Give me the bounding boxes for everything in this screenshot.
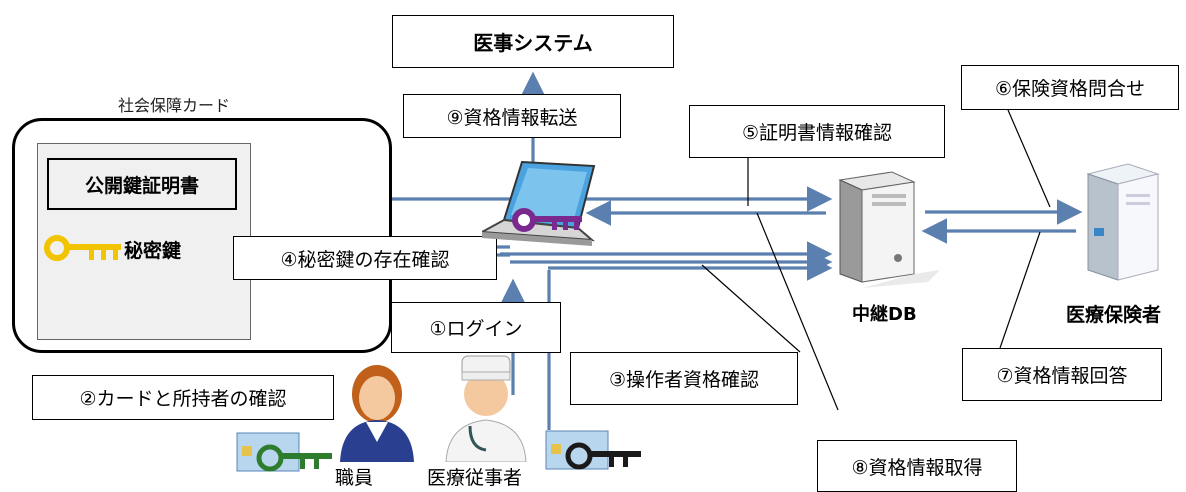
cert-label: 公開鍵証明書 [84, 174, 199, 197]
iji-system-box: 医事システム [392, 15, 674, 68]
step-2-label: ②カードと所持者の確認 [79, 388, 287, 410]
step-1-box: ①ログイン [391, 302, 561, 353]
relay-db-label: 中継DB [852, 304, 917, 325]
cert-box: 公開鍵証明書 [47, 158, 237, 210]
insurer-label: 医療保険者 [1066, 304, 1162, 326]
purple-key-icon [512, 208, 582, 232]
step-3-label: ③操作者資格確認 [608, 369, 760, 391]
step-9-label: ⑨資格情報転送 [446, 106, 578, 129]
card-caption: 社会保障カード [118, 96, 231, 115]
step-5-label: ⑤証明書情報確認 [741, 122, 893, 144]
step-1-label: ①ログイン [429, 318, 523, 340]
secret-key-label: 秘密鍵 [124, 240, 182, 262]
secret-key-icon [44, 235, 121, 261]
step-4-label: ④秘密鍵の存在確認 [280, 248, 450, 271]
step-6-box: ⑥保険資格問合せ [961, 65, 1179, 110]
step-4-box: ④秘密鍵の存在確認 [233, 236, 497, 280]
medical-worker-label: 医療従事者 [427, 467, 523, 489]
callout-8 [756, 212, 839, 411]
step-6-label: ⑥保険資格問合せ [994, 78, 1146, 100]
medical-worker-icon [445, 355, 527, 462]
callout-6 [1007, 109, 1051, 208]
callout-3 [701, 264, 801, 353]
step-7-box: ⑦資格情報回答 [962, 348, 1162, 401]
step-9-box: ⑨資格情報転送 [403, 94, 621, 138]
insurer-server-icon [1086, 163, 1160, 281]
iji-system-label: 医事システム [473, 31, 593, 55]
step-8-box: ⑧資格情報取得 [817, 440, 1017, 492]
staff-label: 職員 [335, 467, 374, 489]
staff-card-icon [236, 432, 332, 472]
step-2-box: ②カードと所持者の確認 [32, 375, 334, 420]
staff-person-icon [340, 365, 414, 462]
worker-card-icon [545, 430, 641, 470]
step-3-box: ③操作者資格確認 [570, 352, 798, 405]
step-8-label: ⑧資格情報取得 [851, 456, 983, 479]
relay-db-server-icon [838, 171, 940, 288]
step-5-box: ⑤証明書情報確認 [689, 105, 945, 158]
callout-7 [999, 231, 1041, 349]
step-7-label: ⑦資格情報回答 [996, 365, 1128, 387]
